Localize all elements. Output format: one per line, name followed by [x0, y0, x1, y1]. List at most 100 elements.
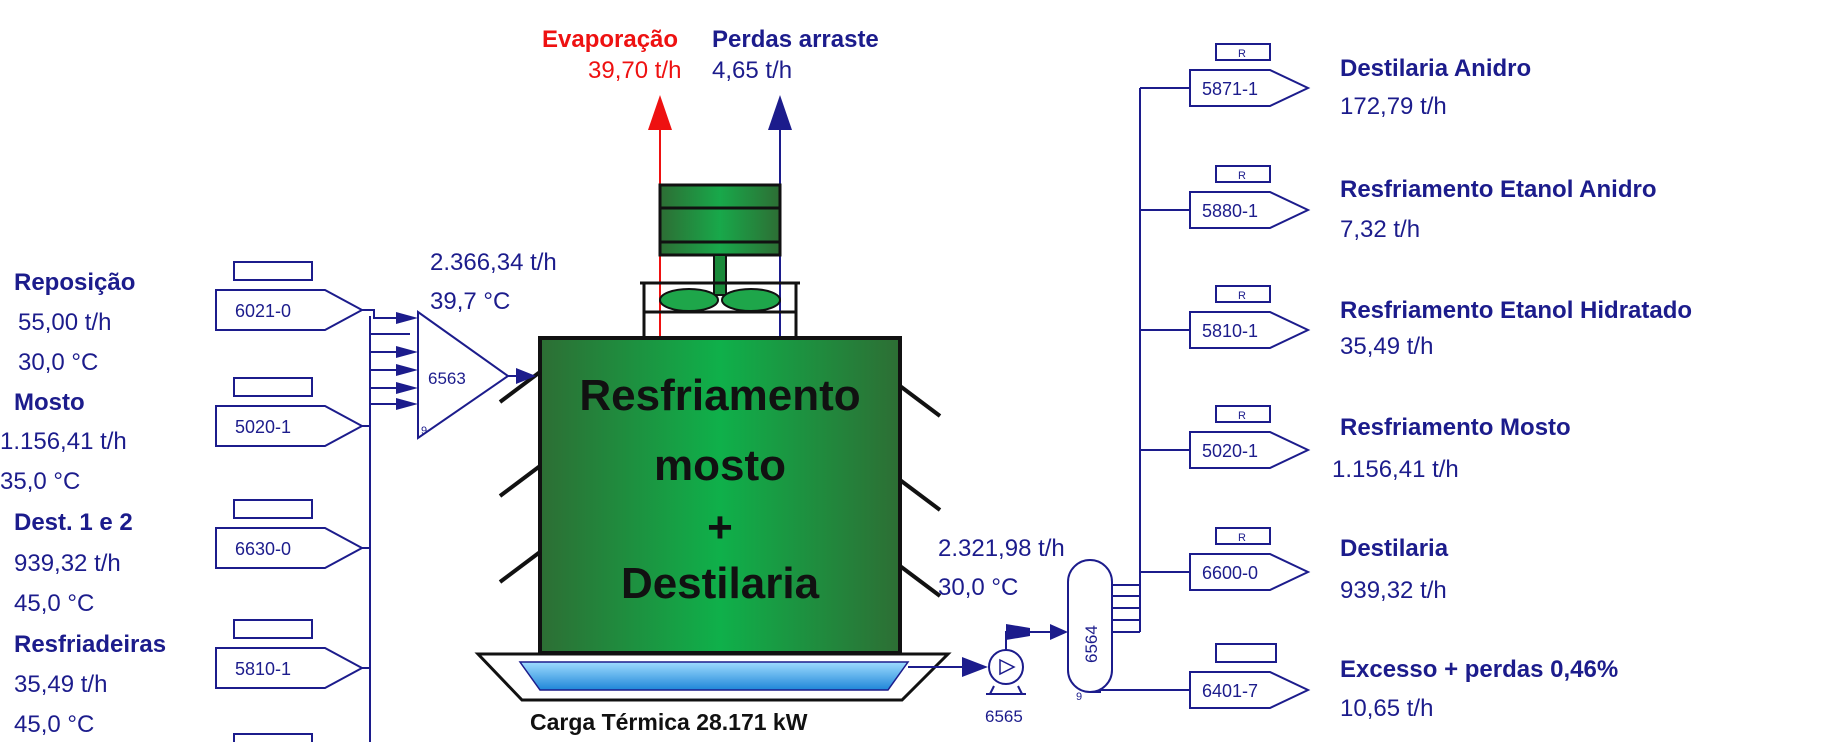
flag-box: [233, 261, 313, 281]
flag-box: [1215, 643, 1277, 663]
output-excesso-perdas[interactable]: [1090, 643, 1311, 709]
stream-tag-box: [1189, 191, 1311, 229]
r-flag-box: [1215, 165, 1271, 183]
output-flow: 10,65 t/h: [1340, 695, 1433, 722]
flag-box: [233, 377, 313, 397]
stream-tag-box: [1189, 431, 1311, 469]
flag-box: [233, 499, 313, 519]
r-flag-box: [1215, 527, 1271, 545]
input-reposicao[interactable]: [215, 261, 410, 331]
tower-title-plus: +: [707, 503, 733, 552]
r-flag: R: [1238, 410, 1246, 422]
drift-arrow-icon: [768, 95, 792, 130]
flag-box: [233, 619, 313, 639]
tower-title-line1: Resfriamento: [579, 371, 860, 420]
drift-loss-value: 4,65 t/h: [712, 57, 792, 84]
stream-tag-box: [215, 647, 365, 689]
r-flag: R: [1238, 48, 1246, 60]
pump-tag: 6565: [985, 707, 1023, 726]
input-temp: 35,0 °C: [0, 468, 80, 495]
output-destilaria-anidro[interactable]: [1140, 43, 1311, 107]
fan-icon: [640, 183, 800, 338]
input-name: Dest. 1 e 2: [14, 509, 133, 536]
basin-outlet-stream[interactable]: [908, 657, 988, 677]
input-name: Resfriadeiras: [14, 631, 166, 658]
evaporation-value: 39,70 t/h: [588, 57, 681, 84]
output-name: Excesso + perdas 0,46%: [1340, 656, 1618, 683]
mixer-tag: 6563: [428, 369, 466, 388]
splitter-mark: 9: [1076, 691, 1082, 703]
stream-arrow-icon: [516, 368, 536, 384]
cold-water-basin: [474, 652, 952, 702]
input-tag: 6630-0: [235, 539, 291, 559]
output-resfriamento-etanol-hidratado[interactable]: [1140, 285, 1311, 349]
input-resfriadeiras[interactable]: [215, 619, 370, 689]
inlet-temp: 39,7 °C: [430, 288, 510, 315]
mixer-mark: 9: [421, 425, 427, 437]
r-flag-box: [1215, 285, 1271, 303]
output-name: Resfriamento Etanol Anidro: [1340, 176, 1656, 203]
output-destilaria[interactable]: [1140, 527, 1311, 591]
output-name: Destilaria Anidro: [1340, 55, 1531, 82]
stream-arrow-icon: [396, 398, 418, 410]
stream-tag-box: [1189, 671, 1311, 709]
stream-arrow-icon: [962, 657, 988, 677]
r-flag: R: [1238, 290, 1246, 302]
drift-loss-label: Perdas arraste: [712, 26, 879, 53]
stream-arrow-icon: [396, 312, 418, 324]
evaporation-arrow-icon: [648, 95, 672, 130]
input-mosto[interactable]: [215, 377, 370, 447]
input-temp: 45,0 °C: [14, 590, 94, 617]
cooling-tower[interactable]: [498, 336, 942, 655]
outlet-temp: 30,0 °C: [938, 574, 1018, 601]
stream-tag-box: [1189, 553, 1311, 591]
output-tag: 5880-1: [1202, 201, 1258, 221]
output-flow: 1.156,41 t/h: [1332, 456, 1459, 483]
stream-arrow-icon: [1050, 624, 1068, 640]
mixer-6563[interactable]: [370, 310, 536, 440]
outlet-flow: 2.321,98 t/h: [938, 535, 1065, 562]
stream-arrow-icon: [1006, 624, 1030, 640]
thermal-load-label: Carga Térmica 28.171 kW: [530, 709, 808, 735]
tower-title-line2: mosto: [654, 441, 786, 490]
stream-arrow-icon: [396, 382, 418, 394]
pump-discharge-stream[interactable]: [1005, 624, 1068, 650]
output-flow: 939,32 t/h: [1340, 577, 1447, 604]
stream-tag-box: [1189, 69, 1311, 107]
output-name: Resfriamento Mosto: [1340, 414, 1571, 441]
splitter-6564[interactable]: [1067, 559, 1141, 693]
output-flow: 35,49 t/h: [1340, 333, 1433, 360]
inlet-flow: 2.366,34 t/h: [430, 249, 557, 276]
output-resfriamento-etanol-anidro[interactable]: [1140, 165, 1311, 229]
input-tag: 5020-1: [235, 417, 291, 437]
input-temp: 45,0 °C: [14, 711, 94, 738]
input-tag: 5810-1: [235, 659, 291, 679]
stream-arrow-icon: [396, 346, 418, 358]
input-temp: 30,0 °C: [18, 349, 98, 376]
stream-tag-box: [215, 405, 365, 447]
tower-title-line3: Destilaria: [621, 559, 820, 608]
output-tag: 5810-1: [1202, 321, 1258, 341]
output-tag: 6401-7: [1202, 681, 1258, 701]
r-flag: R: [1238, 532, 1246, 544]
input-dest-1-e-2[interactable]: [215, 499, 370, 569]
stream-tag-box: [215, 527, 365, 569]
evaporation-label: Evaporação: [542, 26, 678, 53]
pump-icon[interactable]: [986, 649, 1026, 695]
r-flag: R: [1238, 170, 1246, 182]
output-tag: 5020-1: [1202, 441, 1258, 461]
flag-box: [233, 733, 313, 742]
input-flow: 55,00 t/h: [18, 309, 111, 336]
input-name: Mosto: [14, 389, 85, 416]
output-resfriamento-mosto[interactable]: [1140, 405, 1311, 469]
input-flow: 1.156,41 t/h: [0, 428, 127, 455]
output-tag: 5871-1: [1202, 79, 1258, 99]
r-flag-box: [1215, 405, 1271, 423]
output-tag: 6600-0: [1202, 563, 1258, 583]
output-name: Destilaria: [1340, 535, 1449, 562]
input-flow: 35,49 t/h: [14, 671, 107, 698]
input-name: Reposição: [14, 269, 135, 296]
stream-arrow-icon: [396, 364, 418, 376]
splitter-tag: 6564: [1082, 625, 1101, 663]
